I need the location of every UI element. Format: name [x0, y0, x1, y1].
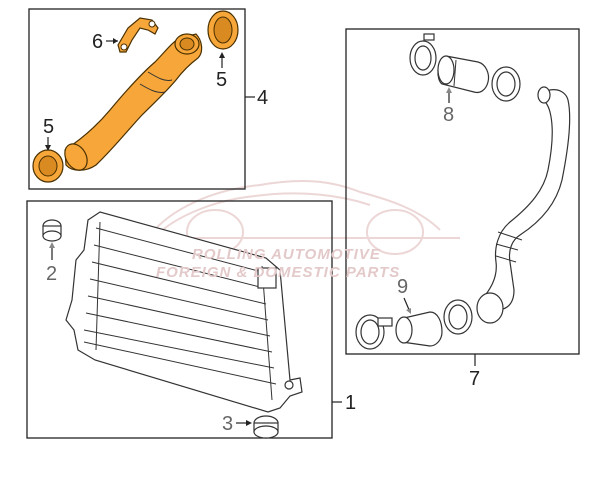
part-5-clamp-upper[interactable] [207, 10, 239, 50]
part-7-ring-upper[interactable] [491, 66, 521, 102]
box-group-1 [26, 200, 333, 439]
arrow-8-icon [446, 87, 452, 93]
callout-5-lower: 5 [43, 116, 54, 138]
part-3-grommet[interactable] [253, 415, 279, 439]
arrow-9-icon [406, 308, 411, 314]
callout-1: 1 [345, 392, 356, 414]
box-group-4 [28, 8, 246, 190]
callout-2: 2 [46, 263, 57, 285]
arrow-5-lower-icon [45, 145, 51, 151]
part-6-bracket[interactable] [117, 17, 159, 53]
watermark-line-1: ROLLING AUTOMOTIVE [192, 246, 381, 263]
part-8-clamp[interactable] [409, 33, 437, 76]
arrow-2-icon [49, 242, 55, 248]
part-4-intercooler-inlet-pipe[interactable] [60, 33, 203, 174]
part-7-outlet-hose[interactable] [476, 86, 571, 324]
watermark-line-2: FOREIGN & DOMESTIC PARTS [156, 264, 400, 281]
part-1-intercooler[interactable] [65, 211, 303, 413]
callout-8: 8 [443, 104, 454, 126]
part-2-grommet[interactable] [42, 219, 62, 242]
part-5-clamp-lower[interactable] [32, 149, 64, 183]
callout-4: 4 [257, 87, 268, 109]
part-7-ring-lower[interactable] [443, 299, 473, 335]
callout-9: 9 [397, 276, 408, 298]
callout-6: 6 [92, 31, 103, 53]
box-group-7 [345, 28, 580, 355]
callout-3: 3 [222, 413, 233, 435]
part-9-clamp[interactable] [355, 314, 393, 350]
callout-5-upper: 5 [216, 69, 227, 91]
arrow-6-icon [113, 38, 118, 44]
part-8-coupler[interactable] [437, 55, 490, 94]
watermark-car-logo [140, 179, 460, 255]
part-9-coupler[interactable] [395, 311, 443, 347]
callout-7: 7 [469, 368, 480, 390]
arrow-3-icon [246, 420, 252, 426]
arrow-5-upper-icon [219, 52, 225, 58]
